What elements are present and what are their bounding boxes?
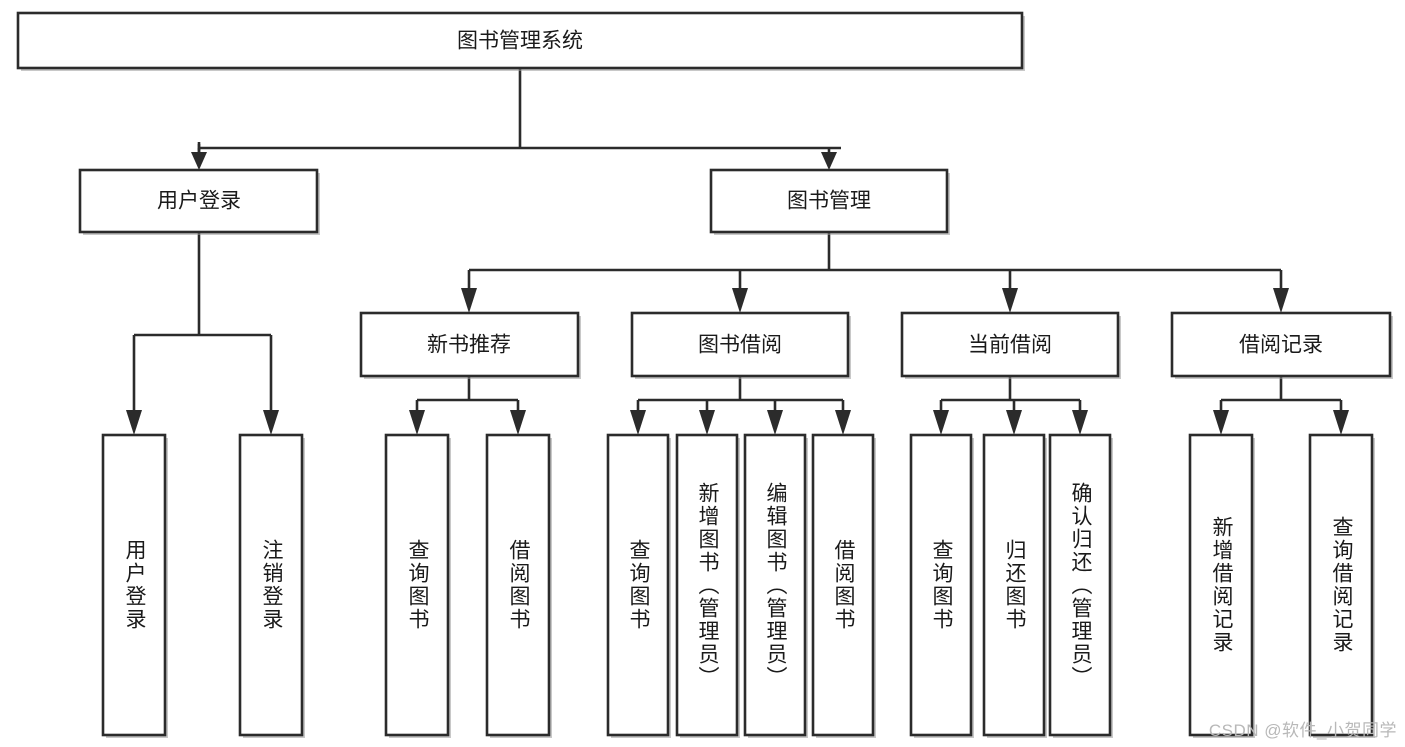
arrow-newbook-leaf-2 — [510, 410, 526, 435]
arrow-to-borrow-record — [1273, 288, 1289, 313]
arrow-borrow-leaf-1 — [630, 410, 646, 435]
arrow-borrow-leaf-4 — [835, 410, 851, 435]
node-current-borrow[interactable]: 当前借阅 — [900, 311, 1121, 379]
arrow-borrow-leaf-3 — [767, 410, 783, 435]
arrow-to-leaf-logout — [263, 410, 279, 435]
arrow-to-book-mgmt — [821, 152, 837, 170]
user-login-label: 用户登录 — [157, 190, 241, 213]
book-management-label: 图书管理 — [787, 190, 871, 213]
book-management-rect[interactable] — [709, 168, 949, 234]
leaf-rect-11[interactable] — [1188, 433, 1254, 737]
leaf-rect-7[interactable] — [811, 433, 875, 737]
leaf-rect-8[interactable] — [909, 433, 973, 737]
new-book-recommend-rect[interactable] — [359, 311, 580, 378]
arrow-to-new-book-rec — [461, 288, 477, 313]
arrow-newbook-leaf-1 — [409, 410, 425, 435]
root-label: 图书管理系统 — [457, 30, 583, 53]
node-user-login[interactable]: 用户登录 — [78, 168, 320, 235]
borrow-record-rect[interactable] — [1170, 311, 1392, 378]
leaf-rect-3[interactable] — [485, 433, 551, 737]
node-book-borrow[interactable]: 图书借阅 — [630, 311, 851, 379]
leaf-rect-10[interactable] — [1048, 433, 1112, 737]
node-new-book-recommend[interactable]: 新书推荐 — [359, 311, 581, 379]
csdn-watermark: CSDN @软件_小贺同学 — [1208, 721, 1397, 740]
new-book-recommend-label: 新书推荐 — [427, 334, 511, 357]
leaf-rect-4[interactable] — [606, 433, 670, 737]
leaf-rect-6[interactable] — [743, 433, 807, 737]
user-login-rect[interactable] — [78, 168, 319, 234]
node-root-system[interactable]: 图书管理系统 — [16, 11, 1025, 71]
leaf-rect-2[interactable] — [384, 433, 450, 737]
book-borrow-rect[interactable] — [630, 311, 850, 378]
book-borrow-label: 图书借阅 — [698, 334, 782, 357]
connectors — [126, 68, 1349, 435]
leaf-rect-12[interactable] — [1308, 433, 1374, 737]
leaf-rect-9[interactable] — [982, 433, 1046, 737]
leaf-node-boxes[interactable] — [101, 433, 1375, 738]
arrow-record-leaf-1 — [1213, 410, 1229, 435]
arrow-current-leaf-3 — [1072, 410, 1088, 435]
arrow-borrow-leaf-2 — [699, 410, 715, 435]
node-book-management[interactable]: 图书管理 — [709, 168, 950, 235]
root-rect[interactable] — [16, 11, 1024, 70]
node-borrow-record[interactable]: 借阅记录 — [1170, 311, 1393, 379]
leaf-rect-0[interactable] — [101, 433, 167, 737]
arrow-record-leaf-2 — [1333, 410, 1349, 435]
arrow-to-book-borrow — [732, 288, 748, 313]
borrow-record-label: 借阅记录 — [1239, 334, 1323, 357]
leaf-rect-5[interactable] — [675, 433, 739, 737]
arrow-current-leaf-2 — [1006, 410, 1022, 435]
current-borrow-rect[interactable] — [900, 311, 1120, 378]
arrow-current-leaf-1 — [933, 410, 949, 435]
arrow-to-leaf-user-login — [126, 410, 142, 435]
current-borrow-label: 当前借阅 — [968, 334, 1052, 357]
leaf-rect-1[interactable] — [238, 433, 304, 737]
arrow-to-user-login — [191, 152, 207, 170]
arrow-to-current-borrow — [1002, 288, 1018, 313]
